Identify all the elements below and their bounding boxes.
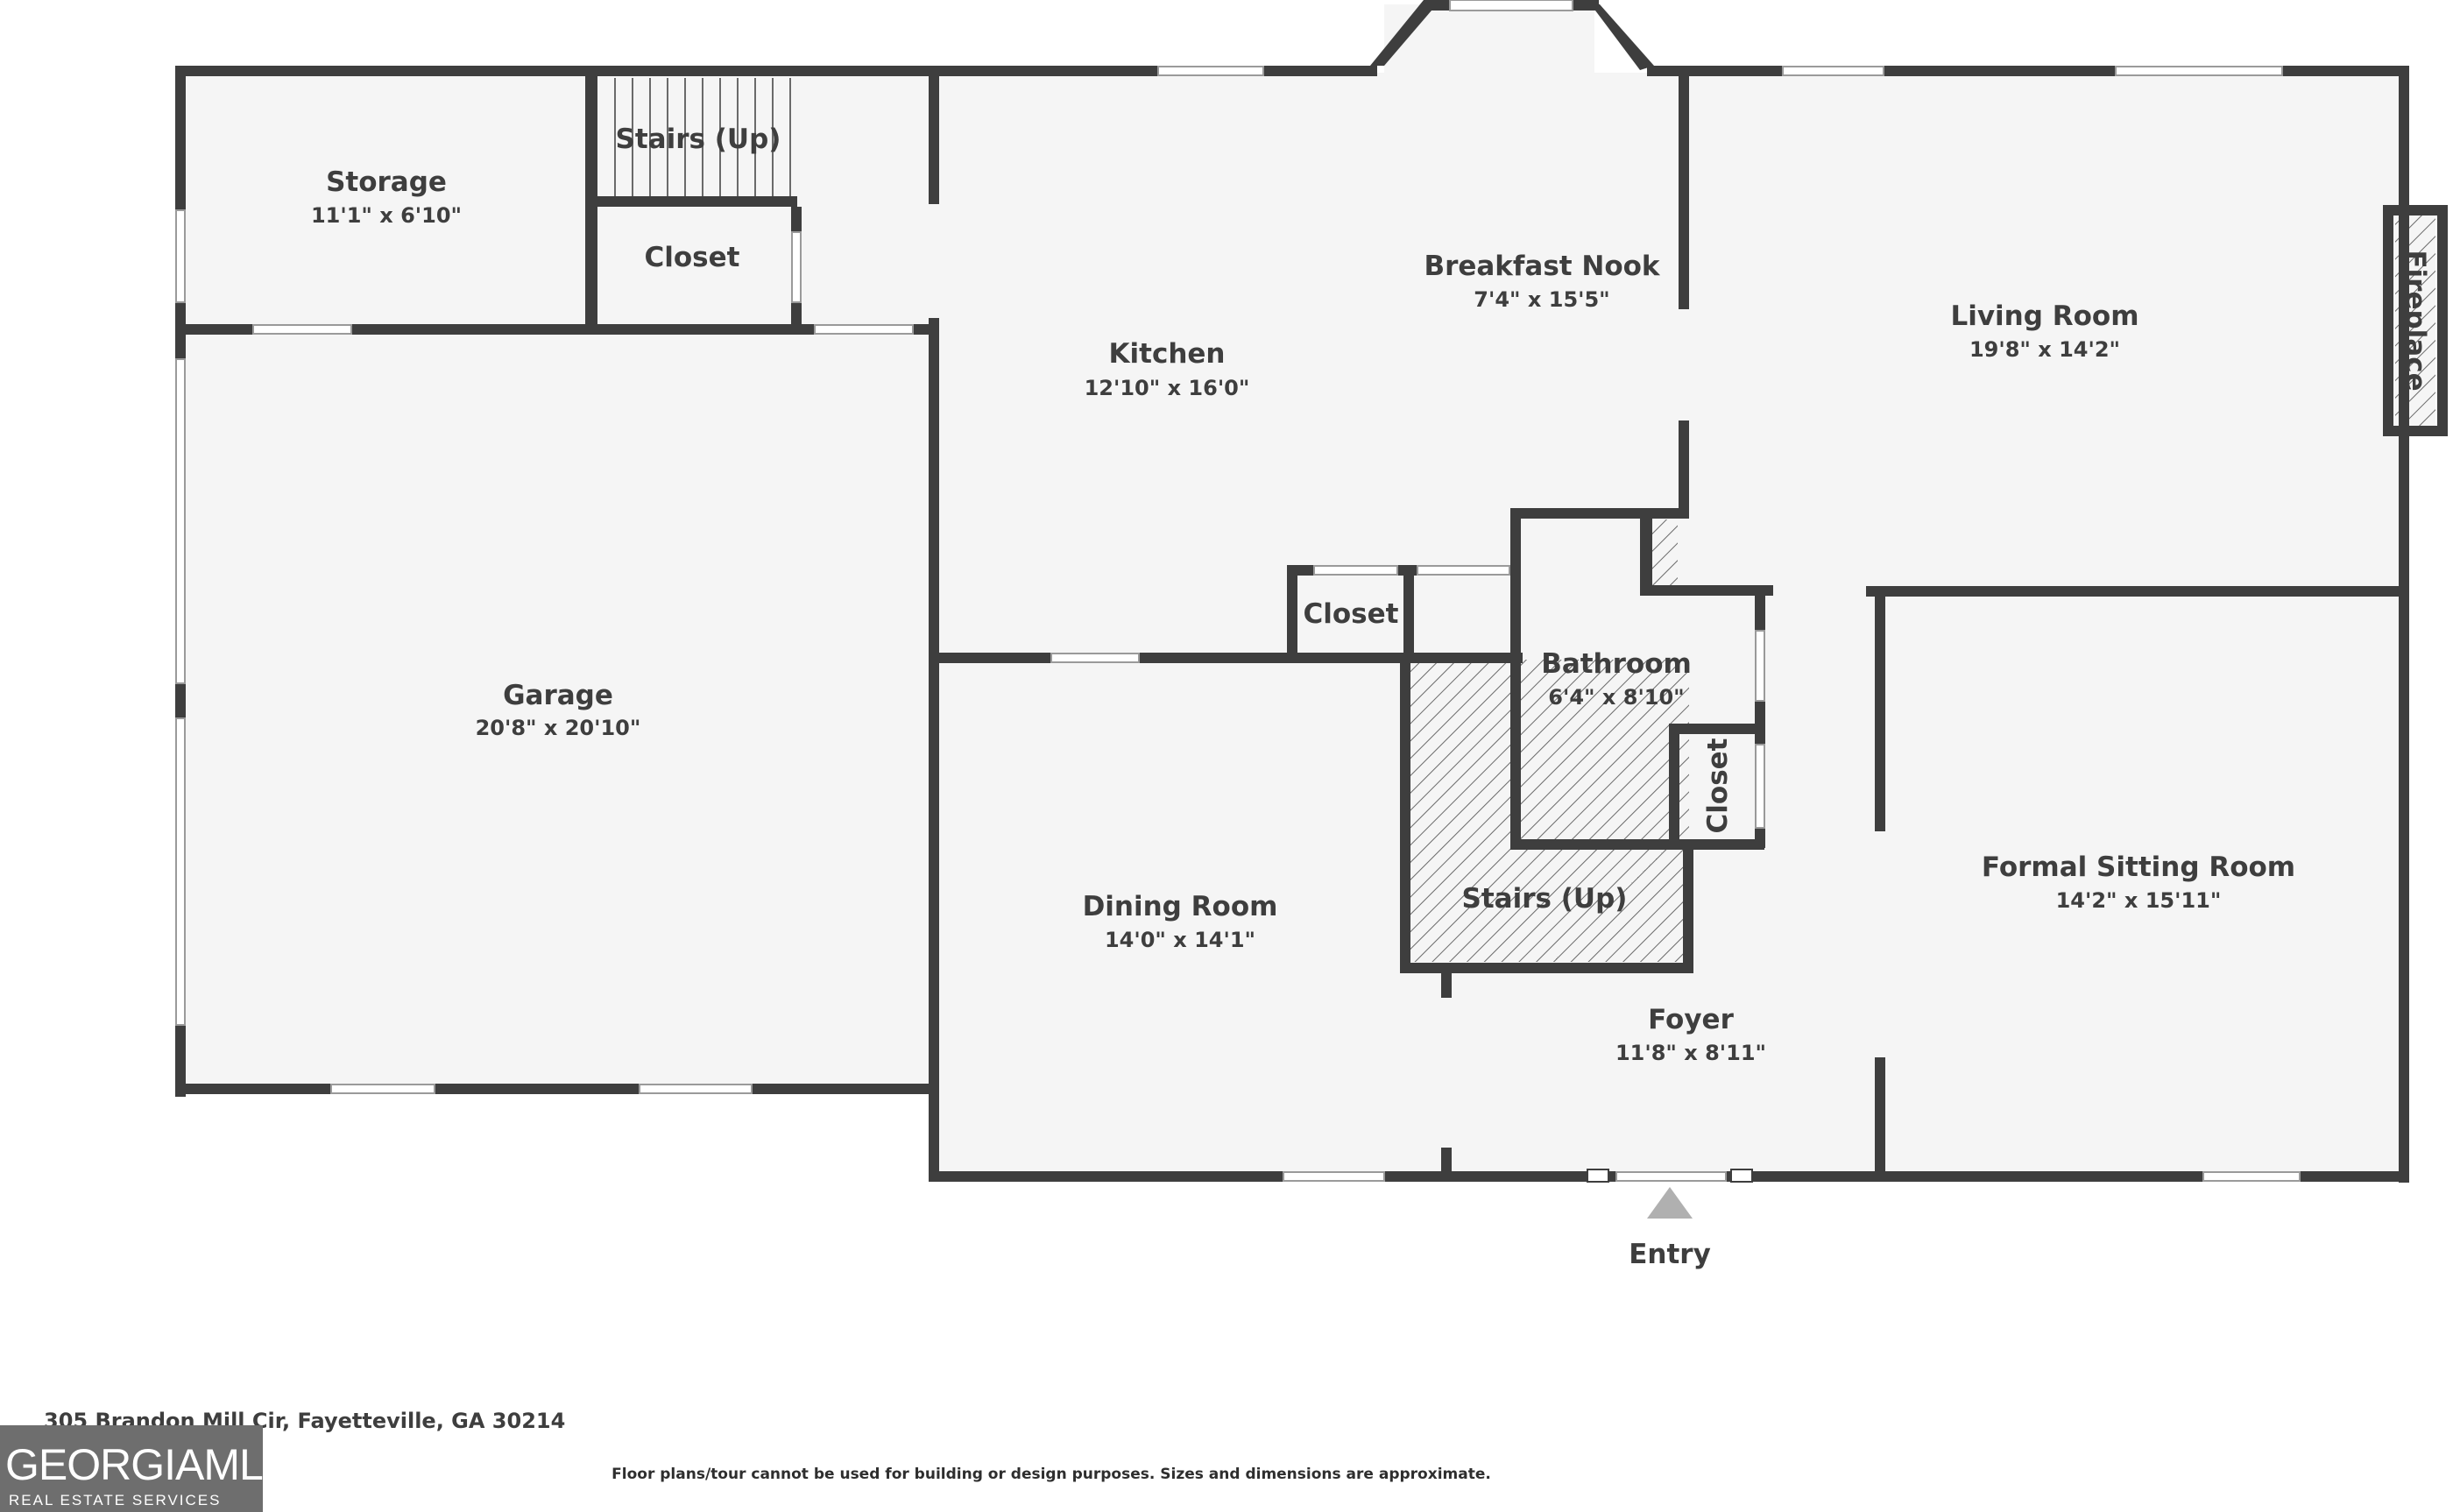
dining-room-dims: 14'0" x 14'1" <box>1105 928 1255 952</box>
logo-sub-text: REAL ESTATE SERVICES <box>9 1492 222 1508</box>
stairs-top-hatch <box>597 78 799 196</box>
storage-dims: 11'1" x 6'10" <box>311 203 462 228</box>
foyer-dims: 11'8" x 8'11" <box>1615 1041 1766 1065</box>
closet-kitchen-name: Closet <box>1304 598 1399 630</box>
living-room-dims: 19'8" x 14'2" <box>1969 337 2120 362</box>
stairs-main-name: Stairs (Up) <box>1462 883 1628 915</box>
closet-bath-name: Closet <box>1702 738 1734 833</box>
logo-main-text: GEORGIAMLS <box>5 1440 292 1489</box>
breakfast-nook-name: Breakfast Nook <box>1424 251 1660 282</box>
chimney-chase-hatch <box>1651 519 1678 587</box>
bathroom-dims: 6'4" x 8'10" <box>1548 685 1684 710</box>
dining-room-name: Dining Room <box>1083 891 1278 922</box>
formal-sitting-room-name: Formal Sitting Room <box>1982 851 2295 883</box>
windows <box>175 0 2301 1182</box>
closet-top-name: Closet <box>645 242 740 273</box>
garage-name: Garage <box>503 680 613 711</box>
entry-door-frame-left <box>1587 1169 1609 1183</box>
fireplace-label: Fireplace <box>2400 250 2431 391</box>
kitchen-name: Kitchen <box>1108 338 1225 370</box>
kitchen-dims: 12'10" x 16'0" <box>1085 376 1250 400</box>
stairs-main-hatch <box>1410 660 1689 962</box>
stairs-top-treads <box>614 78 791 198</box>
formal-sitting-room-dims: 14'2" x 15'11" <box>2056 888 2222 913</box>
entry-label: Entry <box>1629 1239 1711 1270</box>
storage-name: Storage <box>326 166 447 198</box>
garage-dims: 20'8" x 20'10" <box>476 716 641 740</box>
living-room-name: Living Room <box>1950 300 2138 332</box>
georgia-mls-logo: GEORGIAMLS REAL ESTATE SERVICES <box>0 1425 292 1512</box>
entry-arrow-icon <box>1647 1187 1693 1219</box>
bathroom-name: Bathroom <box>1541 648 1692 680</box>
disclaimer-text: Floor plans/tour cannot be used for buil… <box>611 1466 1491 1483</box>
stairs-top-name: Stairs (Up) <box>616 124 781 155</box>
breakfast-nook-dims: 7'4" x 15'5" <box>1474 287 1609 312</box>
entry-door-frame-right <box>1730 1169 1753 1183</box>
foyer-name: Foyer <box>1648 1004 1734 1035</box>
